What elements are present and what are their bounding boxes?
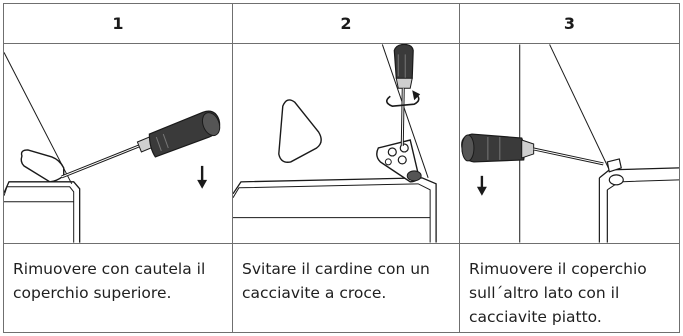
arrow-down-icon: [197, 165, 208, 189]
cover-cap-icon: [20, 149, 65, 183]
hinge-icon: [376, 139, 422, 183]
screwdriver-icon: [461, 133, 604, 166]
fridge-edge: [4, 186, 75, 243]
illustration-row: [3, 43, 680, 244]
header-row: 1 2 3: [3, 3, 680, 44]
step-2-drawing: [233, 44, 437, 243]
screwdriver-icon: [393, 44, 414, 147]
step-1-text: Rimuovere con cautela il coperchio super…: [3, 243, 233, 333]
cover-cap-icon: [278, 99, 322, 163]
door-edge: [381, 44, 429, 179]
step-3-illustration: [459, 43, 680, 244]
arrow-down-icon: [476, 175, 487, 196]
step-1-drawing: [4, 52, 221, 243]
rotate-icon: [386, 90, 421, 107]
step-2-illustration: [232, 43, 460, 244]
step-number-3: 3: [459, 3, 680, 44]
door-edge: [549, 44, 610, 171]
step-2-text: Svitare il cardine con un cacciavite a c…: [232, 243, 460, 333]
screwdriver-icon: [61, 110, 221, 179]
text-row: Rimuovere con cautela il coperchio super…: [3, 243, 680, 333]
step-number-2: 2: [232, 3, 460, 44]
instruction-table: 1 2 3: [3, 3, 680, 333]
step-number-1: 1: [3, 3, 233, 44]
fridge-top: [233, 177, 437, 243]
fridge-edge: [233, 183, 431, 243]
step-3-text: Rimuovere il coperchio sull´altro lato c…: [459, 243, 680, 333]
cover-cap-icon: [606, 158, 622, 173]
step-3-drawing: [461, 44, 679, 243]
step-1-illustration: [3, 43, 233, 244]
hinge-pin: [608, 174, 624, 186]
fridge-top: [4, 181, 81, 243]
